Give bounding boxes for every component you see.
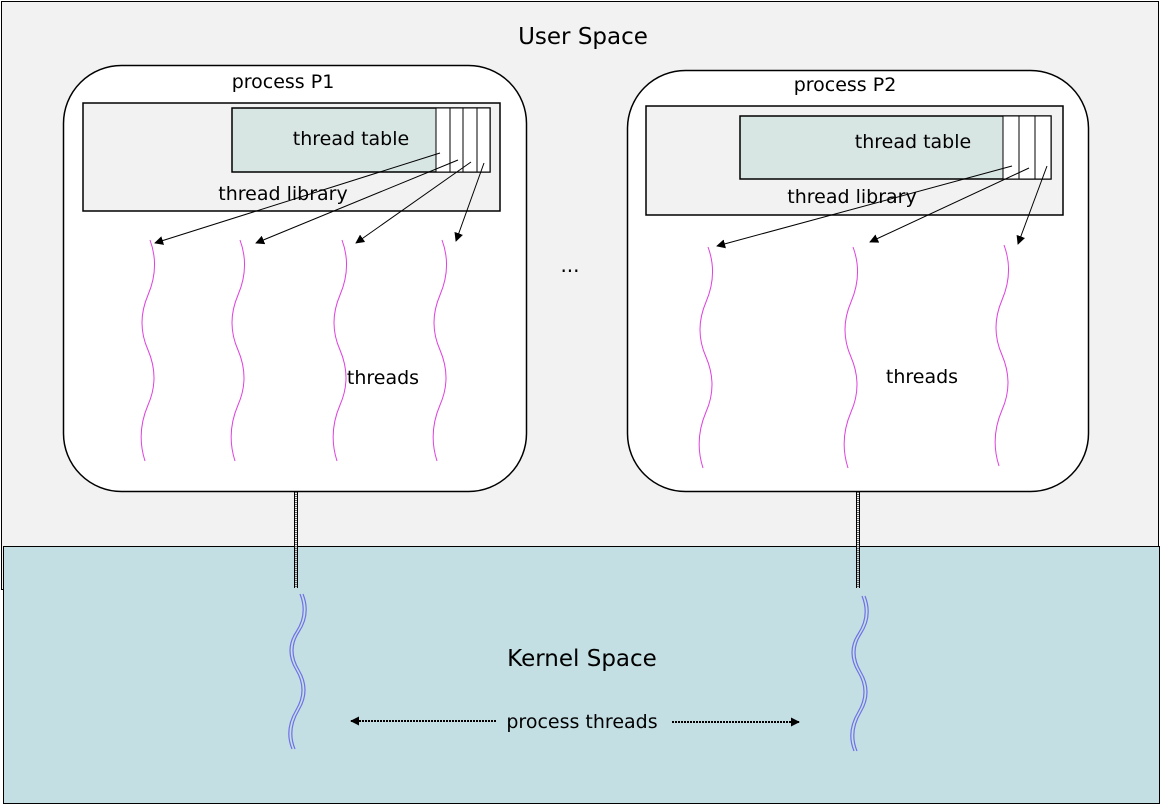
kernel-thread <box>291 593 307 750</box>
thread-table-slot <box>476 107 491 173</box>
kernel-thread-p1 <box>288 593 307 750</box>
user-thread <box>432 239 447 462</box>
table-pointer-arrow <box>355 161 472 244</box>
thread-table-slot <box>1018 115 1036 180</box>
user-thread <box>140 239 155 462</box>
thread-library-label-p1: thread library <box>218 183 347 205</box>
ellipsis: ... <box>560 253 579 277</box>
user-thread <box>230 239 245 462</box>
thread-library-label-p2: thread library <box>787 186 916 208</box>
kernel-connector-p2 <box>856 492 860 588</box>
user-space-label: User Space <box>518 24 648 50</box>
thread-table-label-p2: thread table <box>855 131 971 153</box>
thread-table-slots-p1 <box>435 107 491 173</box>
thread-table-label-p1: thread table <box>293 128 409 150</box>
table-pointer-arrow <box>154 152 441 245</box>
kernel-connector-p1 <box>294 492 298 588</box>
threads-label-p1: threads <box>347 367 419 389</box>
thread-table-slot <box>1002 115 1020 180</box>
kernel-thread <box>853 595 869 752</box>
user-thread <box>698 246 713 469</box>
table-pointer-arrow <box>255 159 459 245</box>
user-thread <box>843 246 858 469</box>
process-threads-arrow: process threads <box>350 711 800 733</box>
threads-label-p2: threads <box>886 366 958 388</box>
process-p2-label: process P2 <box>794 74 897 96</box>
process-threads-label: process threads <box>506 711 657 733</box>
thread-table-slots-p2 <box>1002 115 1052 180</box>
kernel-thread <box>850 595 866 752</box>
kernel-space-label: Kernel Space <box>507 646 657 672</box>
kernel-space-region <box>3 546 1160 804</box>
table-pointer-arrow <box>1016 165 1048 245</box>
user-thread <box>994 244 1009 467</box>
user-thread <box>332 239 347 462</box>
thread-table-slot <box>435 107 451 173</box>
kernel-thread-p2 <box>850 595 869 752</box>
table-pointer-arrow <box>454 162 485 242</box>
process-p1: process P1 thread table thread library t… <box>62 64 528 493</box>
process-p2: process P2 thread table thread library t… <box>626 69 1090 493</box>
thread-table-slot <box>1034 115 1052 180</box>
kernel-thread <box>288 593 304 750</box>
table-pointer-arrow <box>716 165 1013 249</box>
table-pointer-arrow <box>869 167 1030 243</box>
process-p1-label: process P1 <box>232 71 335 93</box>
